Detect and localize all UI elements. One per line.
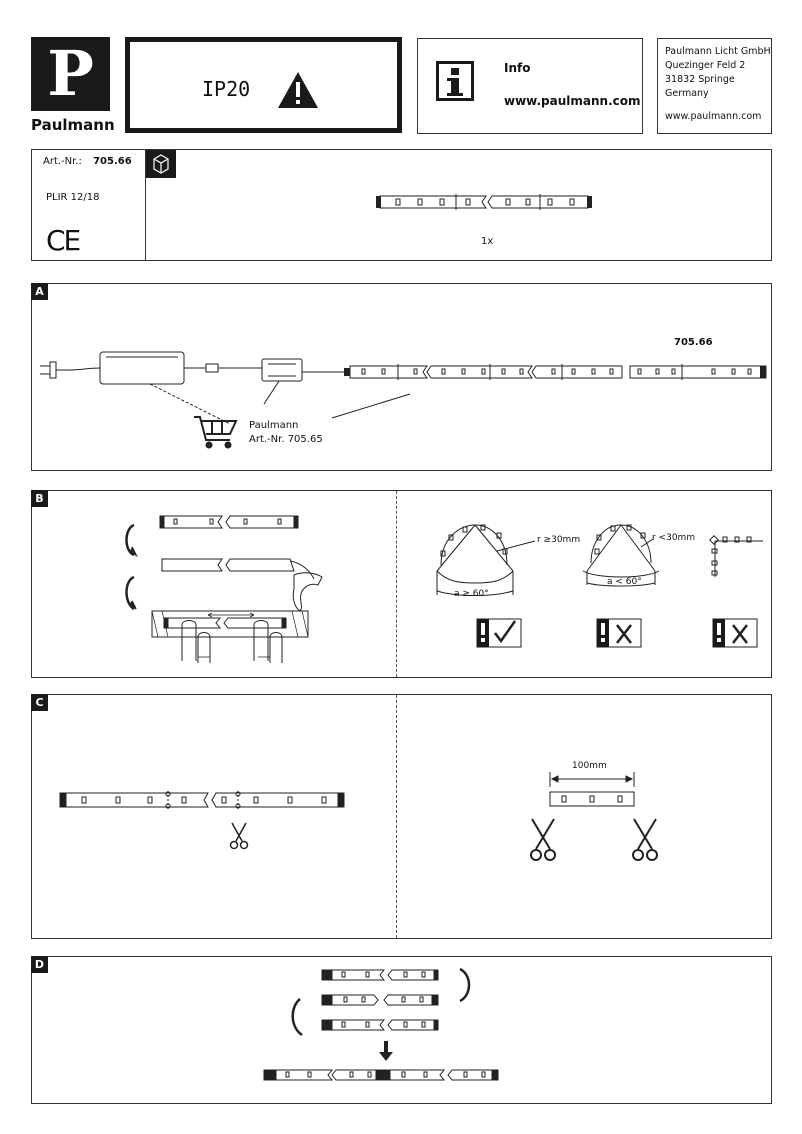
ip-rating-box: IP20 <box>125 37 402 133</box>
address-line: Quezinger Feld 2 <box>665 60 746 71</box>
logo-mark: P <box>31 37 110 111</box>
cross-corner-icon <box>712 618 758 648</box>
shopping-cart-icon <box>194 416 238 449</box>
art-number: 705.66 <box>93 156 132 167</box>
quantity: 1x <box>481 236 494 247</box>
section-tag: B <box>31 490 48 507</box>
info-title: Info <box>504 61 531 75</box>
brand-name: Paulmann <box>31 116 115 134</box>
address-url[interactable]: www.paulmann.com <box>665 111 762 122</box>
section-tag: D <box>31 956 48 973</box>
address-block: Paulmann Licht GmbH Quezinger Feld 2 318… <box>665 45 771 101</box>
scissors-icon <box>530 818 556 861</box>
model-number: PLIR 12/18 <box>46 192 100 203</box>
section-d: D <box>31 956 772 1104</box>
warning-triangle-icon <box>276 70 320 110</box>
ip-rating: IP20 <box>202 77 251 101</box>
package-box-icon <box>146 150 176 178</box>
radius-ok-label: r ≥30mm <box>537 535 581 545</box>
controller-brand: Paulmann <box>249 420 299 431</box>
power-setup-diagram <box>40 351 767 449</box>
arrow-down-icon <box>379 1041 393 1061</box>
product-left-column <box>145 150 146 260</box>
controller-art-number: Art.-Nr. 705.65 <box>249 434 323 445</box>
cutting-diagram <box>59 772 658 861</box>
angle-ok-label: a ≥ 60° <box>454 589 489 599</box>
scissors-icon <box>229 822 249 850</box>
led-strip-preview <box>376 194 592 210</box>
connecting-diagram <box>263 967 499 1081</box>
address-line: 31832 Springe <box>665 74 735 85</box>
section-b: B <box>31 490 772 678</box>
section-a: A <box>31 283 772 471</box>
check-ok-icon <box>476 618 522 648</box>
cross-bad-icon <box>596 618 642 648</box>
section-divider <box>396 491 397 677</box>
peel-adhesive-diagram <box>125 515 323 663</box>
product-box: Art.-Nr.: 705.66 PLIR 12/18 CE 1x <box>31 149 772 261</box>
scissors-icon <box>632 818 658 861</box>
address-line: Paulmann Licht GmbH <box>665 46 771 57</box>
section-tag: A <box>31 283 48 300</box>
bending-radius-diagram <box>436 524 763 648</box>
ce-mark: CE <box>46 224 81 257</box>
section-c: C <box>31 694 772 939</box>
address-line: Germany <box>665 88 709 99</box>
paulmann-logo: P Paulmann <box>31 37 115 134</box>
cut-length-label: 100mm <box>572 761 607 771</box>
section-divider <box>396 695 397 938</box>
art-number-row: Art.-Nr.: 705.66 <box>43 156 132 167</box>
art-label: Art.-Nr.: <box>43 156 82 167</box>
info-url[interactable]: www.paulmann.com <box>504 94 641 108</box>
logo-letter: P <box>47 37 94 110</box>
strip-a-main <box>344 364 767 380</box>
angle-bad-label: a < 60° <box>607 577 642 587</box>
strip-art-number: 705.66 <box>674 337 713 348</box>
section-tag: C <box>31 694 48 711</box>
radius-bad-label: r <30mm <box>652 533 696 543</box>
address-box: Paulmann Licht GmbH Quezinger Feld 2 318… <box>657 38 772 134</box>
info-icon <box>436 61 474 101</box>
info-box: Info www.paulmann.com <box>417 38 643 134</box>
